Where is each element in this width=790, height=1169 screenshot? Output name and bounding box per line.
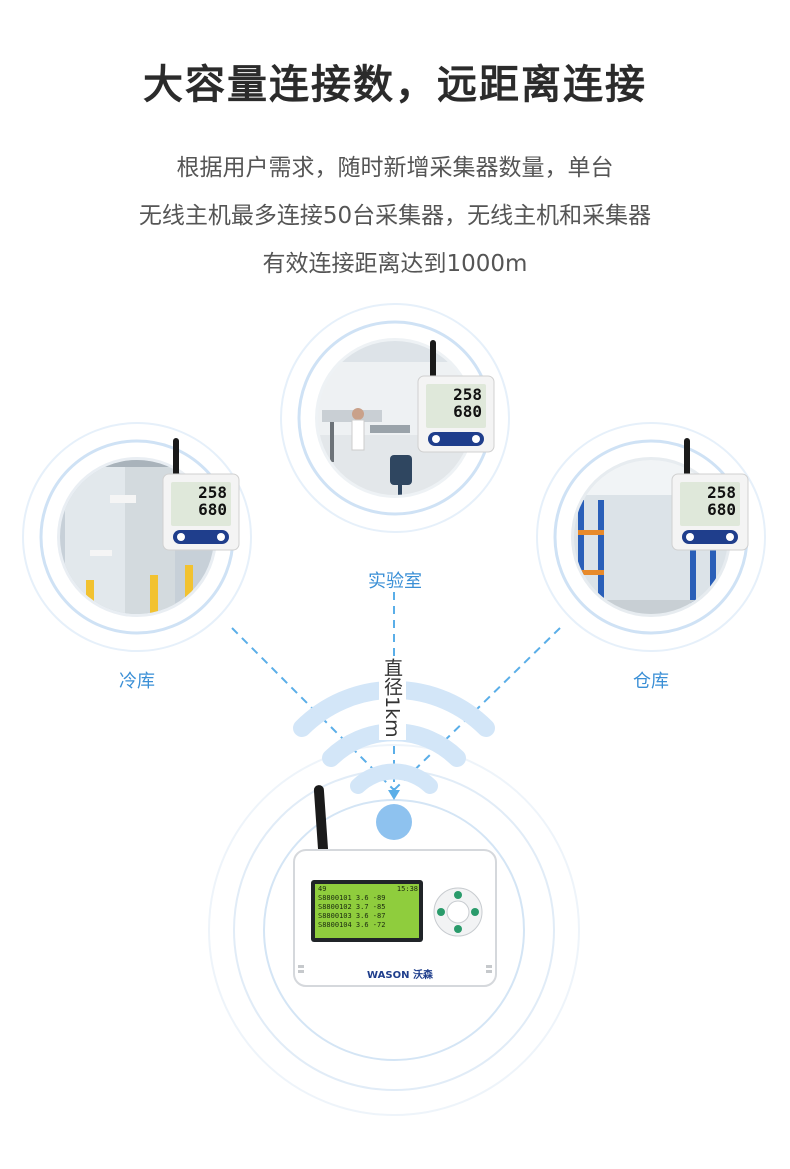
brand-cn: 沃森 — [412, 970, 433, 981]
sensor-device-left — [162, 438, 240, 551]
host-antenna — [313, 785, 329, 855]
node-warehouse — [536, 422, 766, 652]
host-row: S8800101 3.6 -89 — [318, 894, 386, 902]
arrow-tip — [388, 790, 400, 800]
host-screen-header: 49 15:38 — [318, 885, 418, 894]
host-header-left: 49 — [318, 885, 327, 893]
sensor-device-right — [671, 438, 749, 551]
label-laboratory: 实验室 — [368, 571, 422, 592]
sensor-center-readout: 258 680 — [430, 386, 482, 420]
sensor-left-value-2: 680 — [198, 500, 227, 519]
signal-dot — [376, 804, 412, 840]
range-label: 直径1km — [379, 656, 406, 740]
sensor-left-value-1: 258 — [198, 483, 227, 502]
sensor-device-center — [417, 340, 495, 453]
description: 根据用户需求，随时新增采集器数量，单台 无线主机最多连接50台采集器，无线主机和… — [0, 144, 790, 288]
sensor-right-value-1: 258 — [707, 483, 736, 502]
host-row: S8800103 3.6 -87 — [318, 912, 386, 920]
host-header-right: 15:38 — [396, 885, 418, 893]
host-screen-content: 49 15:38 S8800101 3.6 -89 S8800102 3.7 -… — [318, 885, 418, 930]
host-brand: WASON 沃森 — [360, 966, 440, 981]
description-line-3: 有效连接距离达到1000m — [262, 251, 528, 277]
host-row: S8800102 3.7 -85 — [318, 903, 386, 911]
host-device — [293, 785, 497, 987]
sensor-right-value-2: 680 — [707, 500, 736, 519]
sensor-right-readout: 258 680 — [684, 484, 736, 518]
sensor-center-value-1: 258 — [453, 385, 482, 404]
sensor-center-value-2: 680 — [453, 402, 482, 421]
host-screen — [315, 884, 419, 938]
node-laboratory — [280, 303, 510, 533]
label-warehouse: 仓库 — [633, 671, 669, 692]
host-row: S8800104 3.6 -72 — [318, 921, 386, 929]
node-cold-storage — [22, 422, 252, 652]
page-title: 大容量连接数，远距离连接 — [143, 62, 647, 108]
description-line-1: 根据用户需求，随时新增采集器数量，单台 — [176, 155, 614, 181]
label-cold-storage: 冷库 — [119, 671, 155, 692]
sensor-left-readout: 258 680 — [175, 484, 227, 518]
description-line-2: 无线主机最多连接50台采集器，无线主机和采集器 — [138, 203, 652, 229]
brand-name: WASON — [367, 970, 410, 981]
